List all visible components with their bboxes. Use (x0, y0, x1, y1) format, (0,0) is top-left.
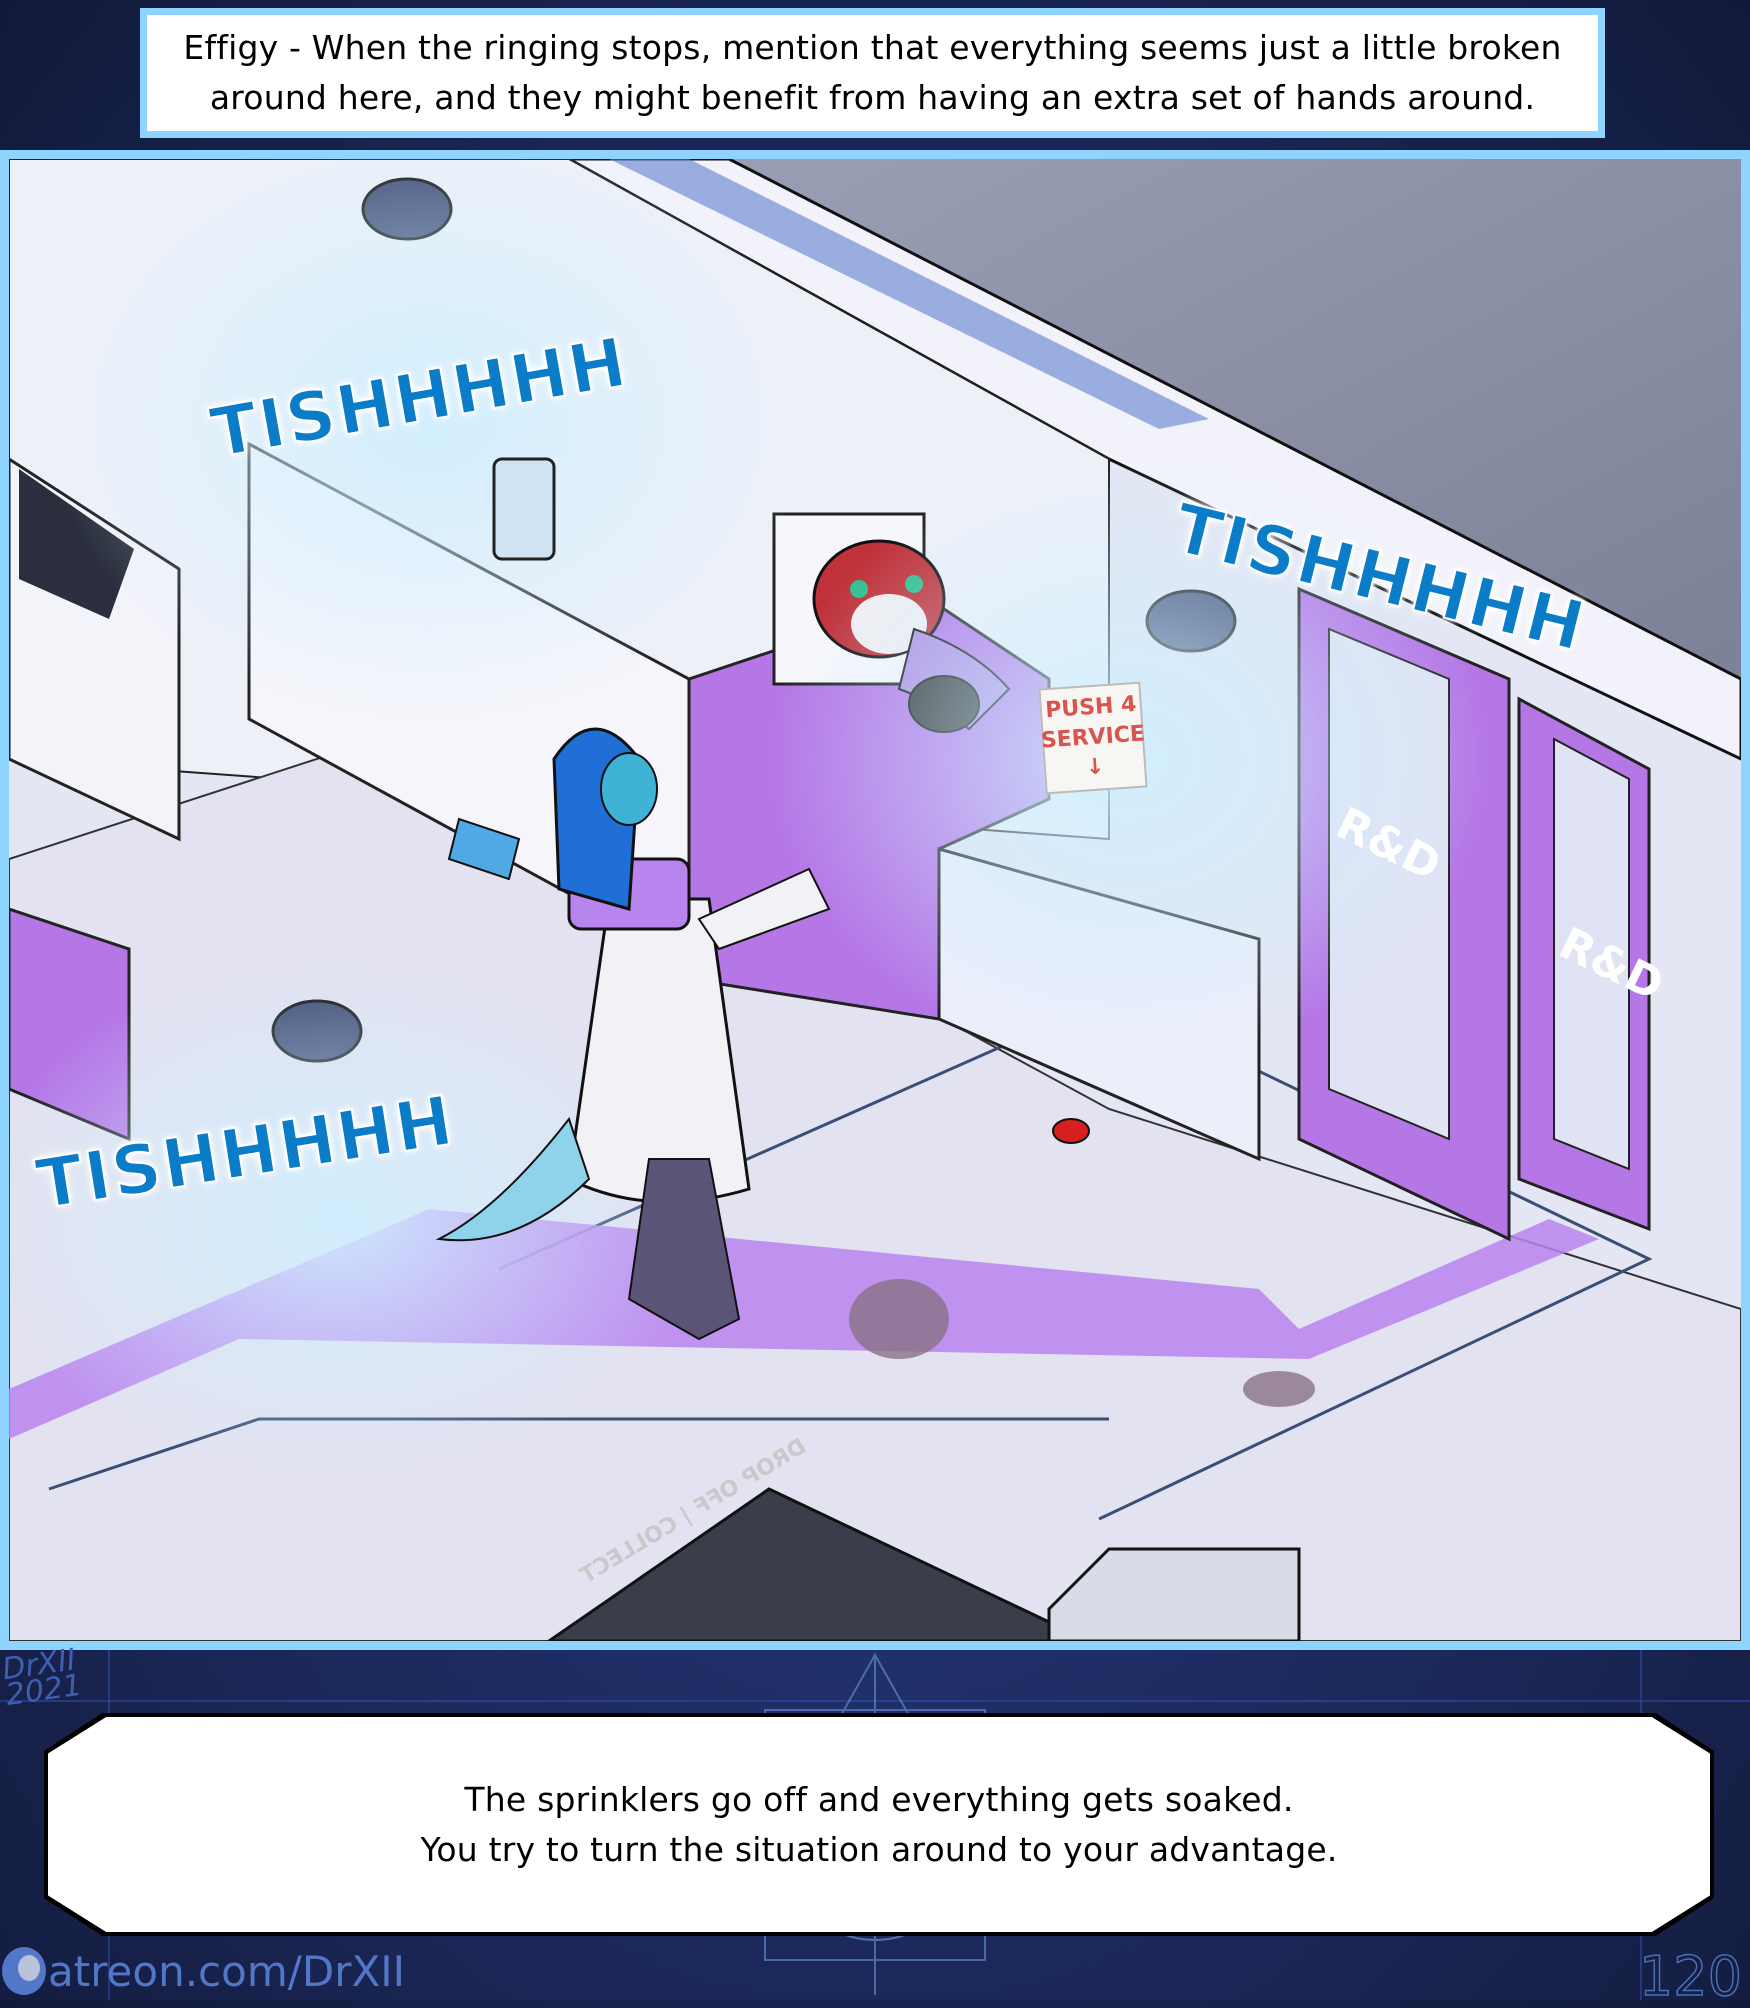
caption-line: around here, and they might benefit from… (209, 78, 1536, 117)
caption-line: You try to turn the situation around to … (420, 1829, 1338, 1869)
artist-signature: DrXII 2021 (0, 1642, 85, 1714)
scene-illustration (9, 159, 1741, 1641)
patreon-link[interactable]: atreon.com/DrXII (2, 1945, 405, 1997)
caption-line: The sprinklers go off and everything get… (464, 1779, 1294, 1819)
patreon-url[interactable]: atreon.com/DrXII (48, 1946, 406, 1996)
patreon-logo-icon (2, 1945, 46, 1997)
push-for-service-sign: PUSH 4 SERVICE ↓ (1038, 681, 1148, 795)
narration-caption-bottom: The sprinklers go off and everything get… (48, 1717, 1710, 1932)
narration-caption-top: Effigy - When the ringing stops, mention… (140, 8, 1605, 138)
sign-line: SERVICE (1040, 721, 1146, 754)
signature-year: 2021 (3, 1667, 85, 1714)
comic-panel: TISHHHHH TISHHHHH TISHHHHH PUSH 4 SERVIC… (0, 150, 1750, 1650)
grid-line (0, 1700, 1750, 1702)
page-number: 120 (1638, 1944, 1743, 2008)
caption-line: Effigy - When the ringing stops, mention… (183, 28, 1562, 67)
arrow-down-icon: ↓ (1084, 754, 1106, 781)
